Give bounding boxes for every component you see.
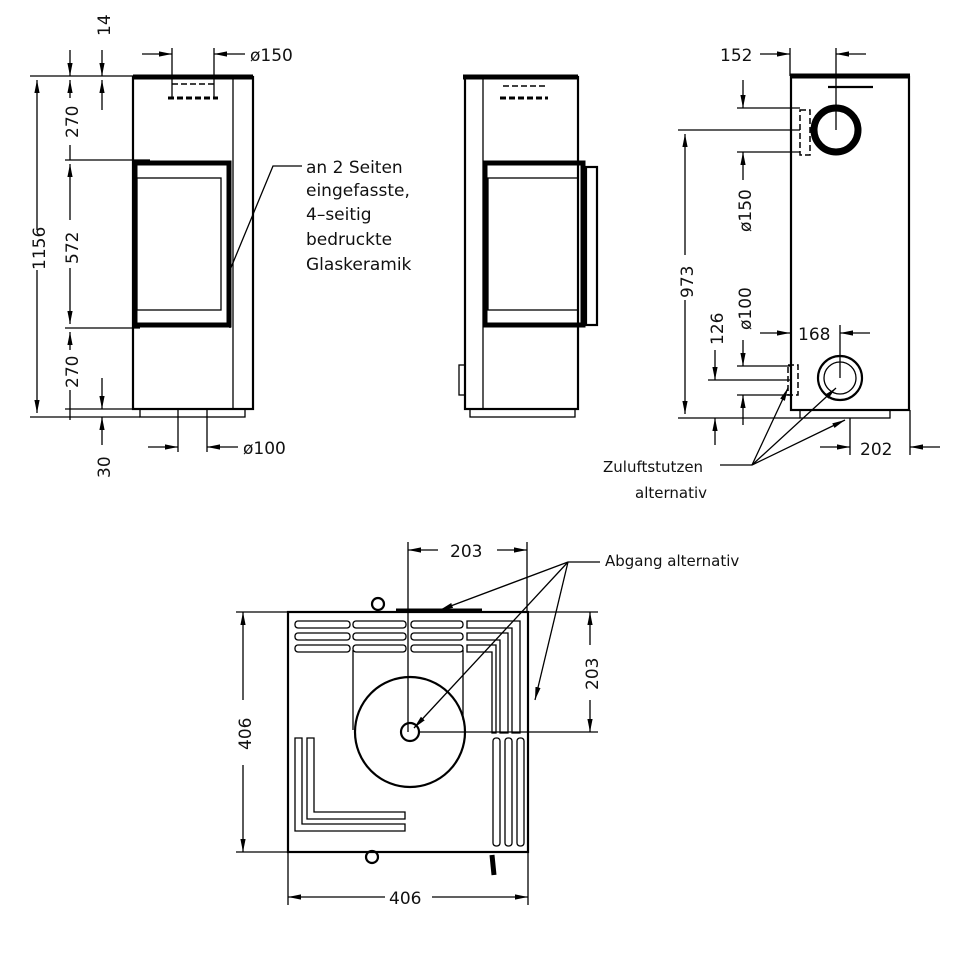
dim-flue-diameter-side: ø150 <box>736 189 756 232</box>
side-view: 152 973 ø150 ø100 126 168 202 Zuluftstut… <box>603 46 940 502</box>
glass-note: an 2 Seiten eingefasste, 4–seitig bedruc… <box>306 158 412 275</box>
air-inlet-note: Zuluftstutzen alternativ <box>603 458 707 502</box>
dim-total-height: 1156 <box>30 227 50 270</box>
svg-text:bedruckte: bedruckte <box>306 230 392 250</box>
front-side-view <box>458 74 599 418</box>
outlet-note: Abgang alternativ <box>605 552 739 570</box>
svg-text:eingefasste,: eingefasste, <box>306 181 410 201</box>
svg-text:alternativ: alternativ <box>635 484 707 502</box>
dim-width: 406 <box>389 889 421 909</box>
dim-bottom-section: 270 <box>63 356 83 388</box>
dim-air-diameter-side: ø100 <box>736 287 756 330</box>
dim-air-height: 126 <box>708 313 728 345</box>
dim-flue-height: 973 <box>678 266 698 298</box>
vent-slots <box>294 620 525 847</box>
dim-center-x: 203 <box>450 542 482 562</box>
door-handle <box>584 165 599 327</box>
svg-text:an 2 Seiten: an 2 Seiten <box>306 158 403 178</box>
dim-top-section: 270 <box>63 106 83 138</box>
dim-foot: 30 <box>95 456 115 478</box>
dim-air-depth: 202 <box>860 440 892 460</box>
svg-text:4–seitig: 4–seitig <box>306 205 372 225</box>
dim-depth: 406 <box>236 718 256 750</box>
svg-text:Zuluftstutzen: Zuluftstutzen <box>603 458 703 476</box>
glass-frame <box>132 160 232 328</box>
dim-glass-section: 572 <box>63 232 83 264</box>
front-view: ø150 ø100 1156 270 572 270 14 30 an 2 Se… <box>30 14 412 478</box>
dim-air-diameter: ø100 <box>243 439 286 459</box>
dim-center-y: 203 <box>583 658 603 690</box>
dim-flue-diameter: ø150 <box>250 46 293 66</box>
top-view: 203 203 406 406 Abgang alternativ <box>236 542 739 909</box>
dim-top-plate: 14 <box>95 14 115 36</box>
svg-text:Glaskeramik: Glaskeramik <box>306 255 412 275</box>
glass-window <box>136 177 222 311</box>
dim-air-offset: 168 <box>798 325 830 345</box>
dim-flue-offset: 152 <box>720 46 752 66</box>
